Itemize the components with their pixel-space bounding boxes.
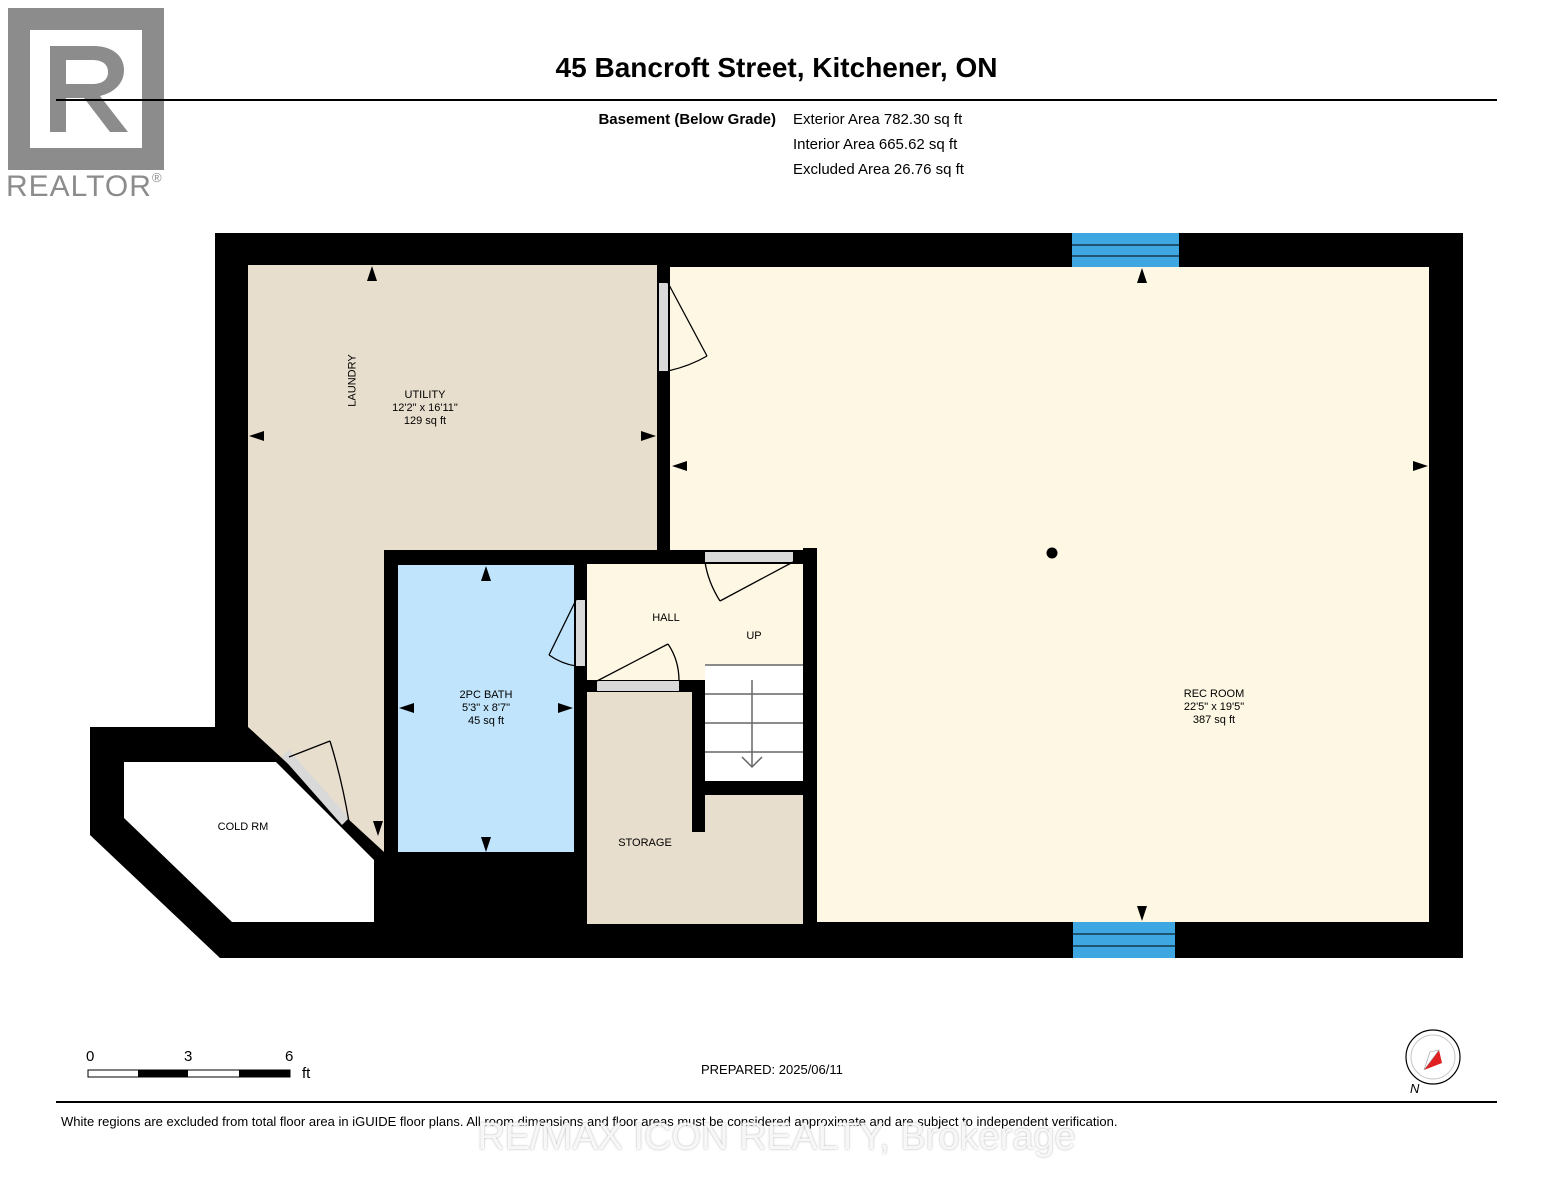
scale-label-3: 3 [184,1048,193,1065]
rec-room-floor-lower [817,548,1429,922]
door-storage [596,643,680,691]
room-bath: 2PC BATH 5'3" x 8'7" 45 sq ft [459,689,513,727]
wall-hall-rec [803,548,817,924]
storage-floor [587,692,803,924]
room-utility: UTILITY 12'2" x 16'11" 129 sq ft [392,389,458,427]
door-utility-rec [659,282,708,372]
door-bath [548,599,585,667]
scale-bar [87,1069,291,1078]
brokerage-watermark: RE/MAX ICON REALTY, Brokerage [477,1116,1076,1158]
window-top [1072,233,1179,267]
exterior-area: Exterior Area 782.30 sq ft [793,111,963,128]
realtor-r-logo [8,8,164,170]
floor-label: Basement (Below Grade) [598,111,776,128]
header-rule [56,99,1497,101]
photo-marker [1046,547,1058,559]
wall-bath-left [384,564,398,864]
realtor-logo [6,6,178,211]
disclaimer: White regions are excluded from total fl… [61,1114,1118,1129]
compass [1402,1028,1466,1103]
room-storage: STORAGE [618,837,672,849]
scale-label-6: 6 [285,1048,294,1065]
room-rec: REC ROOM 22'5" x 19'5" 387 sq ft [1183,688,1245,726]
realtor-logo-text: REALTOR® [6,170,163,203]
room-hall: HALL [652,612,680,624]
excluded-area: Excluded Area 26.76 sq ft [793,161,964,178]
wall-bath-bottom [374,852,587,958]
compass-icon [1405,1029,1461,1085]
room-cold: COLD RM [217,821,269,833]
hall-floor [587,564,803,680]
door-hall-rec [704,552,794,602]
stair-treads [705,664,803,769]
door-cold-room [282,740,350,825]
room-laundry: LAUNDRY [346,354,359,407]
compass-north-label: N [1410,1081,1420,1096]
footer-rule [56,1101,1497,1103]
wall-storage-stairs [692,680,705,832]
scale-label-0: 0 [86,1048,95,1065]
scale-unit: ft [302,1065,311,1082]
dimension-arrows [249,266,1428,921]
wall-stairs-bottom [705,781,803,795]
utility-room-floor [248,265,657,852]
cold-room-floor [124,762,374,922]
stairs-up-label: UP [746,630,762,642]
bath-floor [398,565,574,852]
interior-area: Interior Area 665.62 sq ft [793,136,958,153]
page-title: 45 Bancroft Street, Kitchener, ON [555,52,998,83]
window-bottom [1073,922,1175,958]
prepared-date: PREPARED: 2025/06/11 [701,1062,843,1077]
